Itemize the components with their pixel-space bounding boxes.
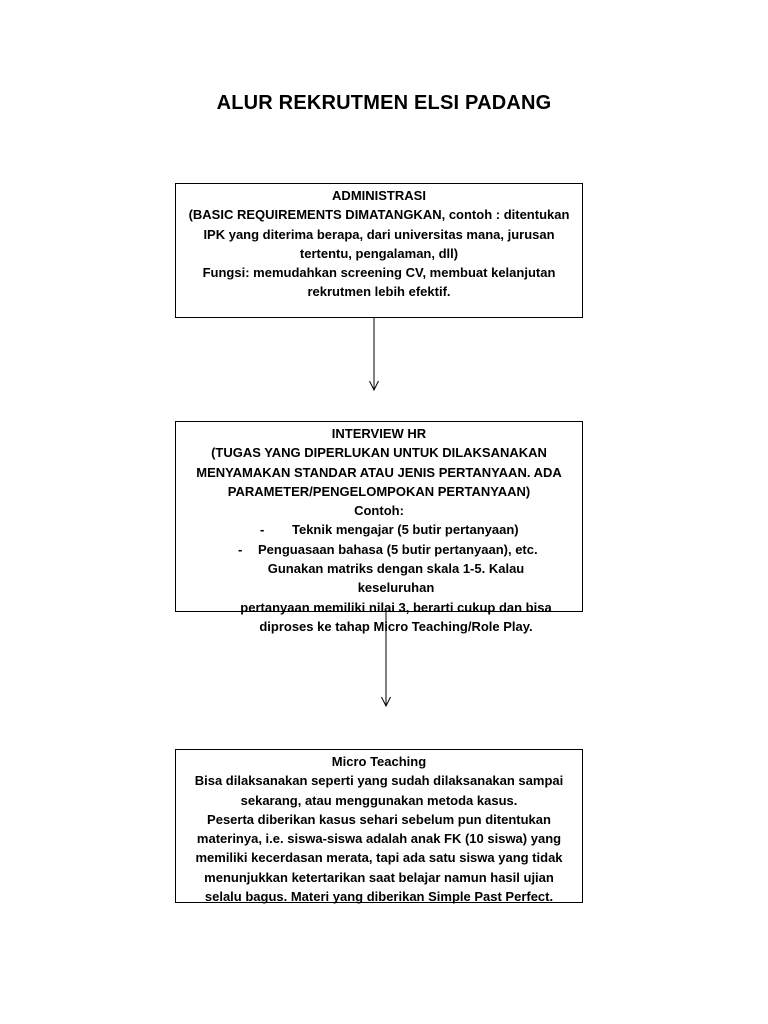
step-administrasi-box: ADMINISTRASI (BASIC REQUIREMENTS DIMATAN… [175,183,583,318]
step-text-line: Gunakan matriks dengan skala 1-5. Kalau … [267,561,525,596]
step-text-line: rekrutmen lebih efektif. [307,284,451,300]
step-text-line: (BASIC REQUIREMENTS DIMATANGKAN, contoh … [188,207,570,223]
step-interview-hr-box: INTERVIEW HR (TUGAS YANG DIPERLUKAN UNTU… [175,421,583,634]
step-text-line: (TUGAS YANG DIPERLUKAN UNTUK DILAKSANAKA… [211,445,547,461]
step-text-line: IPK yang diterima berapa, dari universit… [203,226,555,242]
step-text-line: materinya, i.e. siswa-siswa adalah anak … [196,831,562,847]
step-text-line: tertentu, pengalaman, dll) [299,245,459,261]
step-heading: ADMINISTRASI [332,188,426,203]
step-text-line: diproses ke tahap Micro Teaching/Role Pl… [259,618,533,634]
step-text-line: PARAMETER/PENGELOMPOKAN PERTANYAAN) [227,483,531,499]
step-text-line: menunjukkan ketertarikan saat belajar na… [204,869,554,885]
step-heading: Micro Teaching [331,754,427,769]
step-text-line: pertanyaan memiliki nilai 3, berarti cuk… [240,599,552,615]
step-text-line: Contoh: [354,503,404,519]
bullet-dash: - [260,522,265,538]
bullet-item: -Penguasaan bahasa (5 butir pertanyaan),… [182,540,576,559]
bullet-item: - Teknik mengajar (5 butir pertanyaan) [182,520,576,539]
step-text-line: MENYAMAKAN STANDAR ATAU JENIS PERTANYAAN… [196,464,562,480]
bullet-dash: - [238,541,243,557]
step-micro-teaching-box: Micro Teaching Bisa dilaksanakan seperti… [175,749,583,905]
step-text-line: sekarang, atau menggunakan metoda kasus. [240,792,518,808]
step-heading: INTERVIEW HR [331,426,427,441]
step-text-line: Fungsi: memudahkan screening CV, membuat… [202,265,556,281]
bullet-text: Penguasaan bahasa (5 butir pertanyaan), … [258,541,538,557]
arrow-administrasi-to-interview [369,318,379,392]
bullet-text: Teknik mengajar (5 butir pertanyaan) [292,522,519,538]
step-text-line: Peserta diberikan kasus sehari sebelum p… [207,811,551,827]
page-title: ALUR REKRUTMEN ELSI PADANG [216,92,552,114]
step-text-line: selalu bagus. Materi yang diberikan Simp… [204,889,554,905]
step-text-line: Bisa dilaksanakan seperti yang sudah dil… [194,773,564,789]
step-text-line: memiliki kecerdasan merata, tapi ada sat… [195,850,563,866]
